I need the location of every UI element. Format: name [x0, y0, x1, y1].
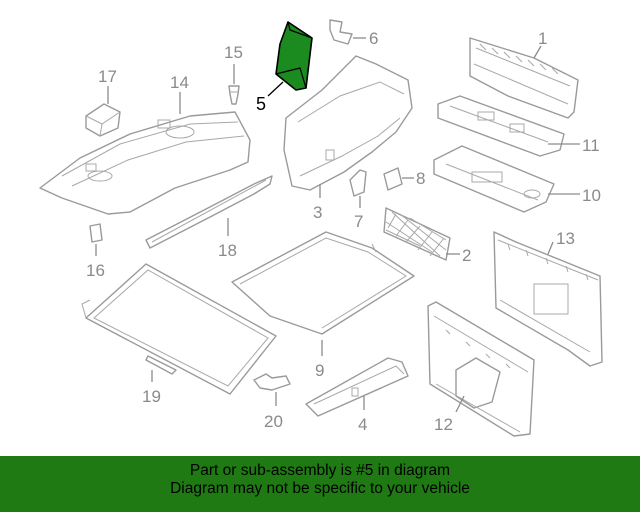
callout-7[interactable]: 7: [354, 212, 363, 231]
part-2-cargo-net: [383, 207, 451, 261]
part-3-side-trim: [283, 55, 413, 191]
part-15-clip: [228, 85, 240, 105]
callout-10[interactable]: 10: [582, 186, 601, 205]
callout-3[interactable]: 3: [313, 203, 322, 222]
part-19-cargo-cover: [81, 263, 277, 395]
part-4-side-box: [305, 357, 409, 417]
part-9-floor-mat: [231, 231, 415, 335]
callout-18[interactable]: 18: [218, 241, 237, 260]
callout-12[interactable]: 12: [434, 415, 453, 434]
part-16-block: [89, 223, 103, 243]
callout-5[interactable]: 5: [256, 94, 266, 114]
callout-11[interactable]: 11: [582, 136, 600, 155]
part-18-sill-strip: [145, 175, 273, 249]
callout-9[interactable]: 9: [315, 361, 324, 380]
part-10-storage-tray: [433, 145, 555, 213]
info-banner: Part or sub-assembly is #5 in diagram Di…: [0, 456, 640, 512]
part-20-bracket: [253, 373, 291, 391]
part-6-bracket: [329, 19, 353, 45]
banner-line-2: Diagram may not be specific to your vehi…: [170, 480, 470, 497]
callout-16[interactable]: 16: [86, 261, 105, 280]
part-14-parcel-shelf: [39, 111, 251, 215]
part-1-rear-panel-trim: [469, 37, 579, 119]
callout-19[interactable]: 19: [142, 387, 161, 406]
callout-6[interactable]: 6: [369, 29, 378, 48]
leader-12: [455, 395, 465, 413]
leader-5: [267, 81, 284, 97]
part-8-pad: [383, 167, 403, 191]
callout-14[interactable]: 14: [170, 73, 189, 92]
callout-8[interactable]: 8: [416, 169, 425, 188]
callout-15[interactable]: 15: [224, 43, 243, 62]
callout-2[interactable]: 2: [462, 246, 471, 265]
part-11-floor-piece: [437, 95, 565, 157]
banner-line-1: Part or sub-assembly is #5 in diagram: [189, 462, 451, 479]
parts-diagram: 5 6 15 17 14 3: [39, 19, 603, 437]
part-13-partition: [493, 231, 603, 367]
leader-13: [547, 241, 554, 255]
callout-1[interactable]: 1: [538, 29, 547, 48]
callout-13[interactable]: 13: [556, 229, 575, 248]
part-17-cover: [85, 103, 121, 137]
callout-4[interactable]: 4: [358, 415, 367, 434]
part-7-clip: [349, 169, 367, 197]
leader-1: [533, 45, 542, 59]
callout-17[interactable]: 17: [98, 67, 117, 86]
callout-20[interactable]: 20: [264, 412, 283, 431]
part-12-rear-wall: [427, 301, 535, 437]
part-5-highlighted[interactable]: [275, 21, 313, 91]
